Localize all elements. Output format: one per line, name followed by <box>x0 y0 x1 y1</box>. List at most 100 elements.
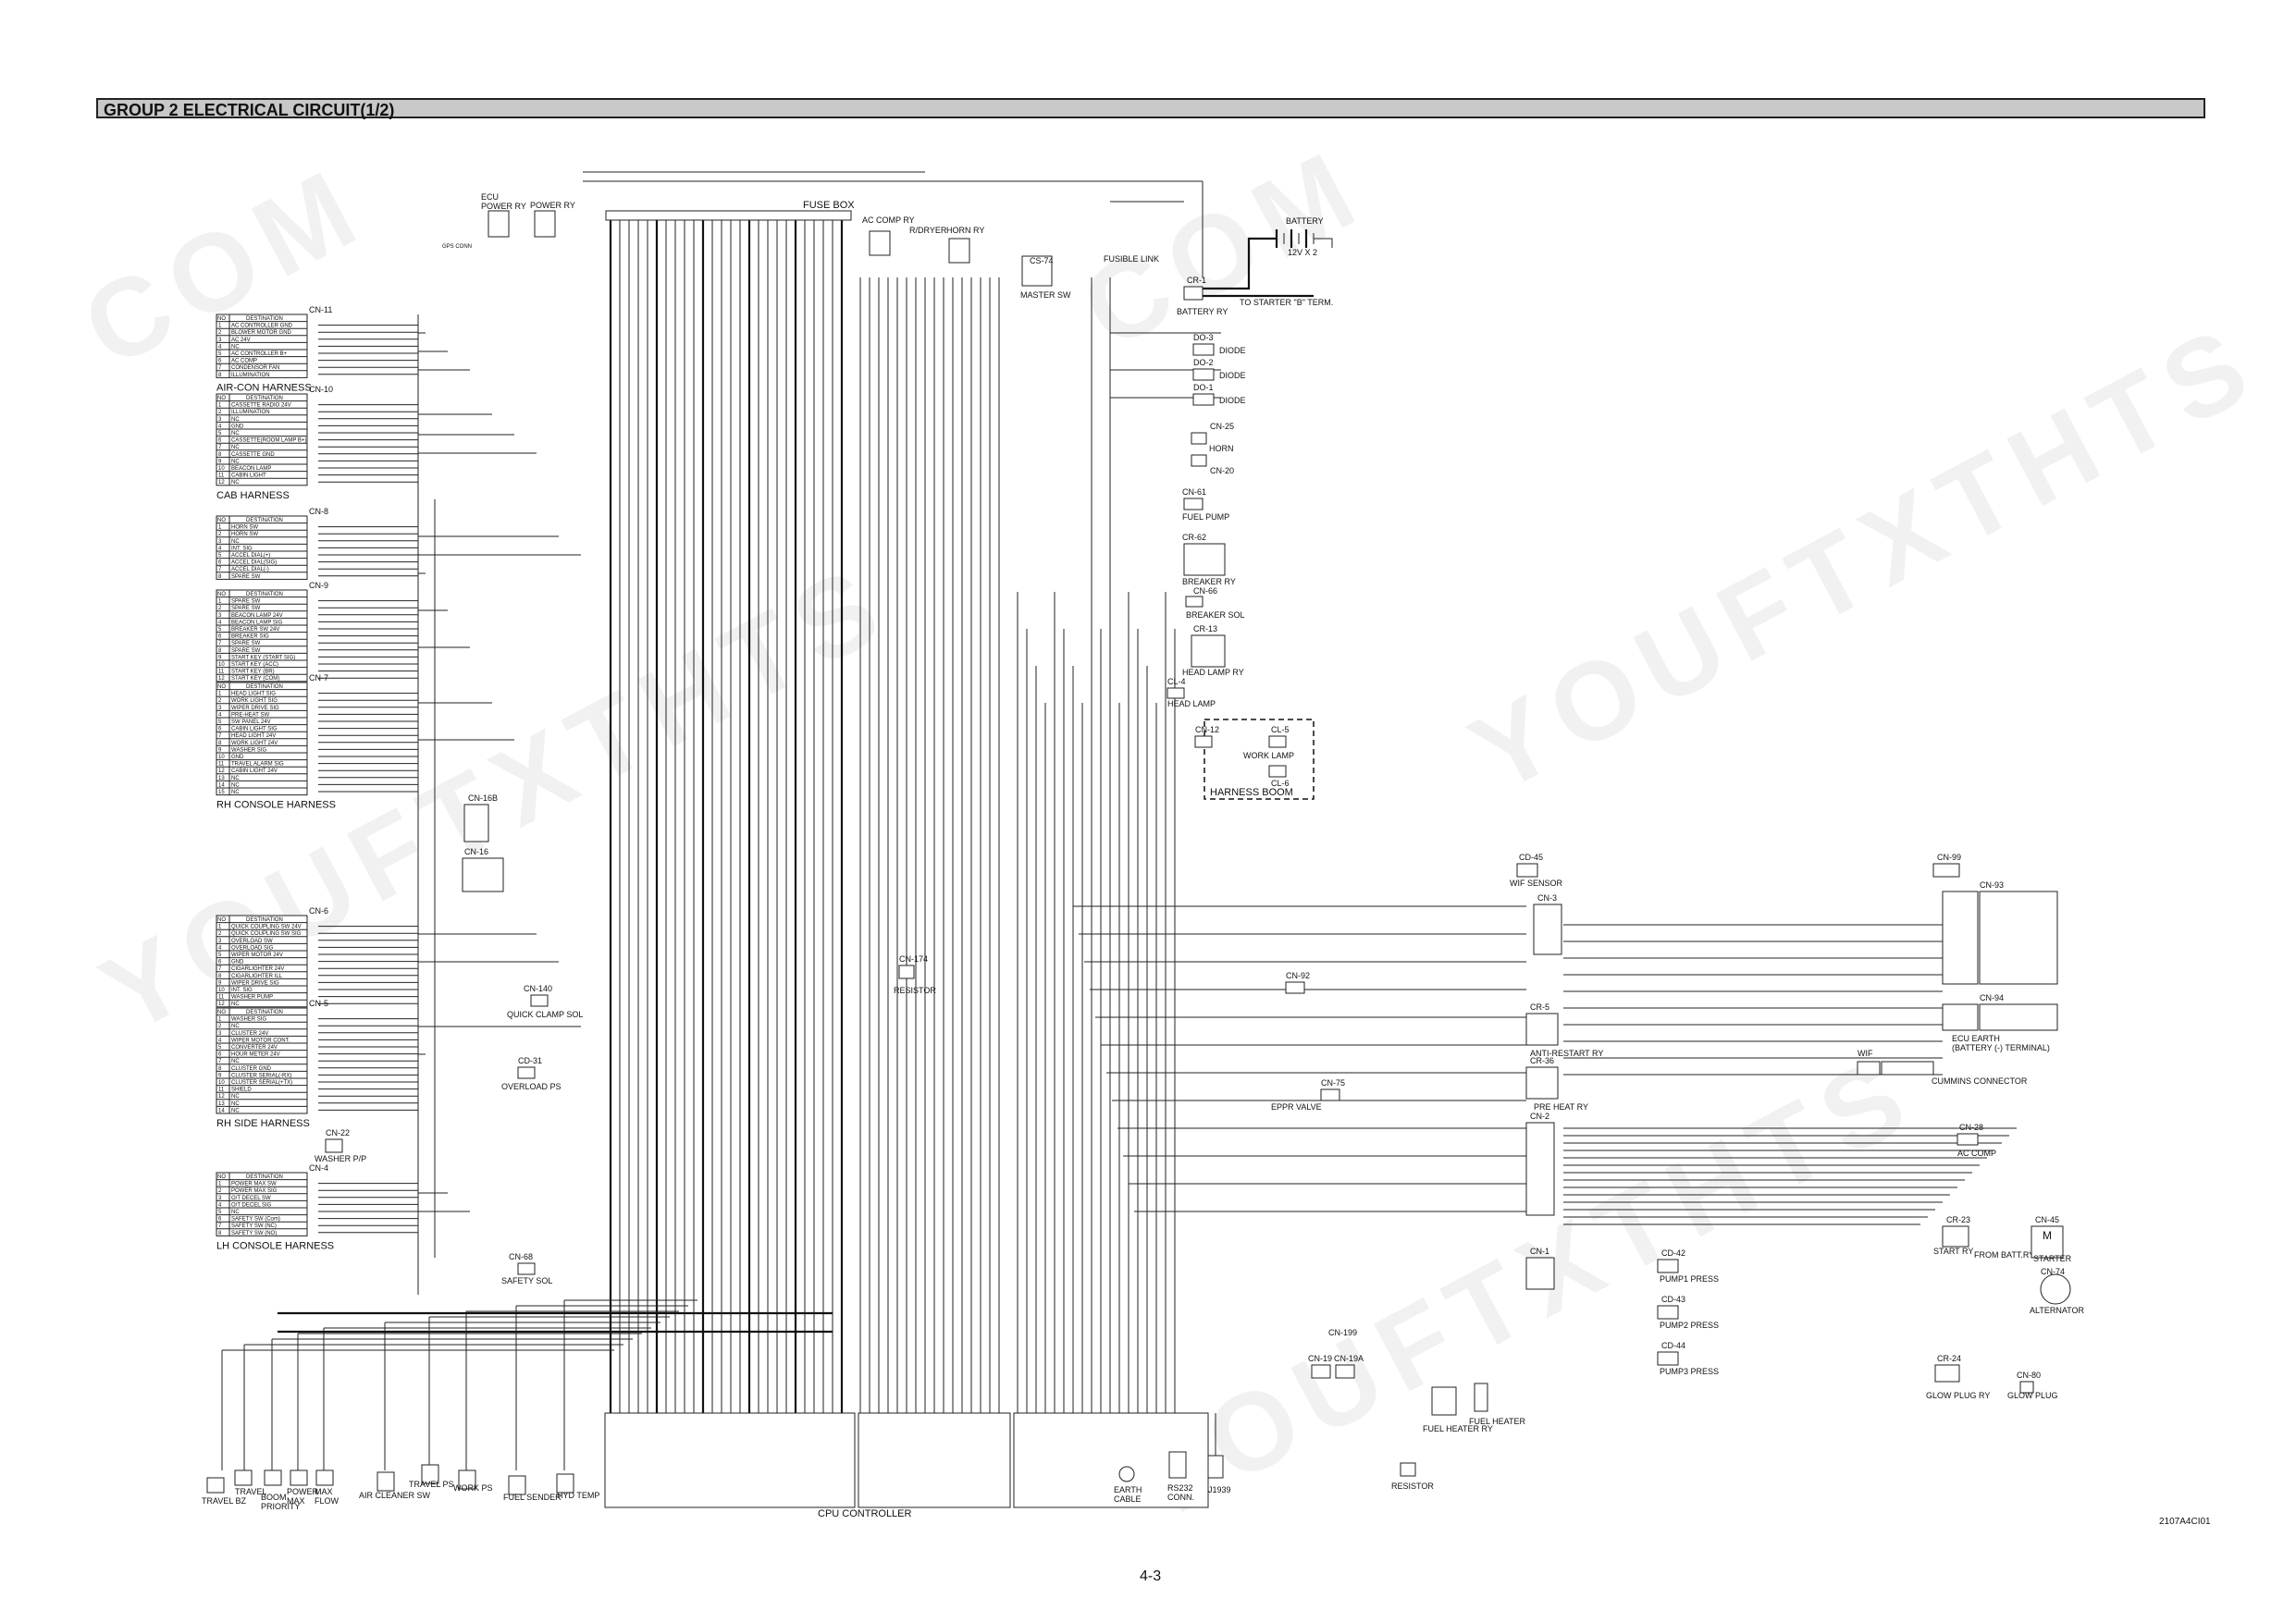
svg-text:5: 5 <box>218 719 222 725</box>
drawing-code: 2107A4CI01 <box>2159 1517 2211 1527</box>
svg-text:8: 8 <box>218 373 222 378</box>
cd31-label: CD-31 <box>518 1056 542 1065</box>
starter: CN-45 M STARTER <box>2031 1215 2072 1263</box>
cl5-label: CL-5 <box>1271 725 1290 734</box>
alternator: CN-74 ALTERNATOR <box>2030 1267 2085 1315</box>
svg-text:NO: NO <box>217 1010 226 1015</box>
harness-row-label: CABIN LIGHT <box>231 473 266 479</box>
r-dryer-label: R/DRYER <box>909 226 947 235</box>
svg-text:1: 1 <box>218 925 222 930</box>
harness-row-label: NC <box>231 1210 240 1215</box>
cn3-label: CN-3 <box>1537 893 1557 903</box>
harness-boom-label: HARNESS BOOM <box>1210 787 1293 798</box>
cn75-label: CN-75 <box>1321 1078 1345 1088</box>
master-sw: CS-74 MASTER SW <box>1020 255 1071 300</box>
svg-text:4: 4 <box>218 344 222 350</box>
svg-text:4: 4 <box>218 546 222 551</box>
harness-row-label: WASHER PUMP <box>231 995 273 1001</box>
harness-row-label: BEACON LAMP SIG <box>231 620 283 625</box>
svg-text:2: 2 <box>218 330 222 336</box>
harness-name-label: CAB HARNESS <box>216 490 290 501</box>
svg-text:5: 5 <box>218 627 222 633</box>
svg-text:10: 10 <box>218 1080 225 1086</box>
svg-text:NO: NO <box>217 592 226 597</box>
harness-connector-label: CN-6 <box>309 906 328 916</box>
harness-row-label: CIGARLIGHTER ILL <box>231 974 283 979</box>
svg-text:5: 5 <box>218 953 222 958</box>
svg-text:3: 3 <box>218 417 222 423</box>
cn28-label: CN-28 <box>1959 1123 1983 1132</box>
cr5-label: CR-5 <box>1530 1002 1549 1012</box>
harness-row-label: CLUSTER 24V <box>231 1031 268 1037</box>
harness-row-label: CLUSTER SERIAL(+TX) <box>231 1080 292 1086</box>
svg-text:11: 11 <box>218 1088 225 1093</box>
head-lamp-ry-label: HEAD LAMP RY <box>1182 668 1244 677</box>
pump-press-group: CD-42 PUMP1 PRESS CD-43 PUMP2 PRESS CD-4… <box>1657 1248 1719 1376</box>
head-lamp-label: HEAD LAMP <box>1167 699 1216 708</box>
svg-text:3: 3 <box>218 1031 222 1037</box>
cpu-controller: CPU CONTROLLER <box>604 1412 1209 1519</box>
harness-row-label: NC <box>231 417 240 423</box>
svg-text:NO: NO <box>217 1174 226 1180</box>
diode-label: DIODE <box>1219 346 1246 355</box>
svg-text:5: 5 <box>218 1210 222 1215</box>
svg-text:12: 12 <box>218 1002 225 1007</box>
harness-row-label: WIPER DRIVE SIG <box>231 980 279 986</box>
do1-label: DO-1 <box>1193 383 1214 392</box>
cn20-label: CN-20 <box>1210 466 1234 475</box>
cn68-label: CN-68 <box>509 1252 533 1261</box>
hyd-temp-label: HYD TEMP <box>557 1491 599 1500</box>
cn3-block: CN-3 <box>1533 893 1562 955</box>
harness-row-label: HORN SW <box>231 532 258 537</box>
svg-text:13: 13 <box>218 776 225 781</box>
breaker-ry-group: CR-62 BREAKER RY CN-66 BREAKER SOL <box>1182 533 1245 620</box>
svg-text:1: 1 <box>218 525 222 531</box>
svg-text:4: 4 <box>218 1038 222 1043</box>
harness-row-label: CONDENSOR FAN <box>231 365 279 371</box>
ecu-earth: CN-94 ECU EARTH (BATTERY (-) TERMINAL) <box>1942 993 2058 1052</box>
washer-pp: CN-22 WASHER P/P <box>315 1128 366 1163</box>
svg-text:15: 15 <box>218 790 225 795</box>
cn93-label: CN-93 <box>1980 880 2004 890</box>
harness-row-label: NC <box>231 782 240 788</box>
horn-label: HORN <box>1209 444 1234 453</box>
svg-text:4: 4 <box>218 424 222 429</box>
svg-text:6: 6 <box>218 359 222 364</box>
wif-sensor-label: WIF SENSOR <box>1510 879 1563 888</box>
svg-text:2: 2 <box>218 532 222 537</box>
harness-name-label: LH CONSOLE HARNESS <box>216 1240 334 1251</box>
svg-text:7: 7 <box>218 1223 222 1229</box>
svg-text:3: 3 <box>218 338 222 343</box>
air-cleaner-sw-label: AIR CLEANER SW <box>359 1491 431 1500</box>
svg-text:9: 9 <box>218 655 222 660</box>
cn99-label: CN-99 <box>1937 853 1961 862</box>
harness-row-label: CASSETTE RADIO 24V <box>231 403 291 409</box>
harness-row-label: INT. SIG <box>231 546 253 551</box>
harness-row-label: SW PANEL 24V <box>231 719 271 725</box>
svg-text:9: 9 <box>218 980 222 986</box>
to-starter-label: TO STARTER "B" TERM. <box>1240 298 1333 307</box>
harness-row-label: HEAD LIGHT 24V <box>231 733 276 739</box>
watermark-text: COM <box>1063 123 1384 372</box>
svg-text:DESTINATION: DESTINATION <box>246 518 283 523</box>
harness-row-label: NC <box>231 480 240 486</box>
watermark-text: YOUFTXTHTS <box>1451 299 2277 817</box>
harness-row-label: HOUR METER 24V <box>231 1052 280 1058</box>
pre-heat-ry: CR-36 PRE HEAT RY <box>1525 1056 1588 1112</box>
harness-row-label: SPARE SW <box>231 606 261 611</box>
svg-text:1: 1 <box>218 403 222 409</box>
svg-text:7: 7 <box>218 641 222 646</box>
harness-row-label: SAFETY SW (NO) <box>231 1231 277 1236</box>
resistor-label: RESISTOR <box>894 986 936 995</box>
harness-row-label: CIGARLIGHTER 24V <box>231 966 284 972</box>
ac-comp-ry: AC COMP RY <box>862 215 915 256</box>
power-ry: POWER RY <box>530 201 575 238</box>
head-lamp-ry-group: CR-13 HEAD LAMP RY CL-4 HEAD LAMP <box>1167 624 1244 708</box>
harness-row-label: AC COMP <box>231 359 257 364</box>
harness-row-label: BREAKER SIG <box>231 634 269 640</box>
svg-text:8: 8 <box>218 974 222 979</box>
svg-text:7: 7 <box>218 567 222 572</box>
